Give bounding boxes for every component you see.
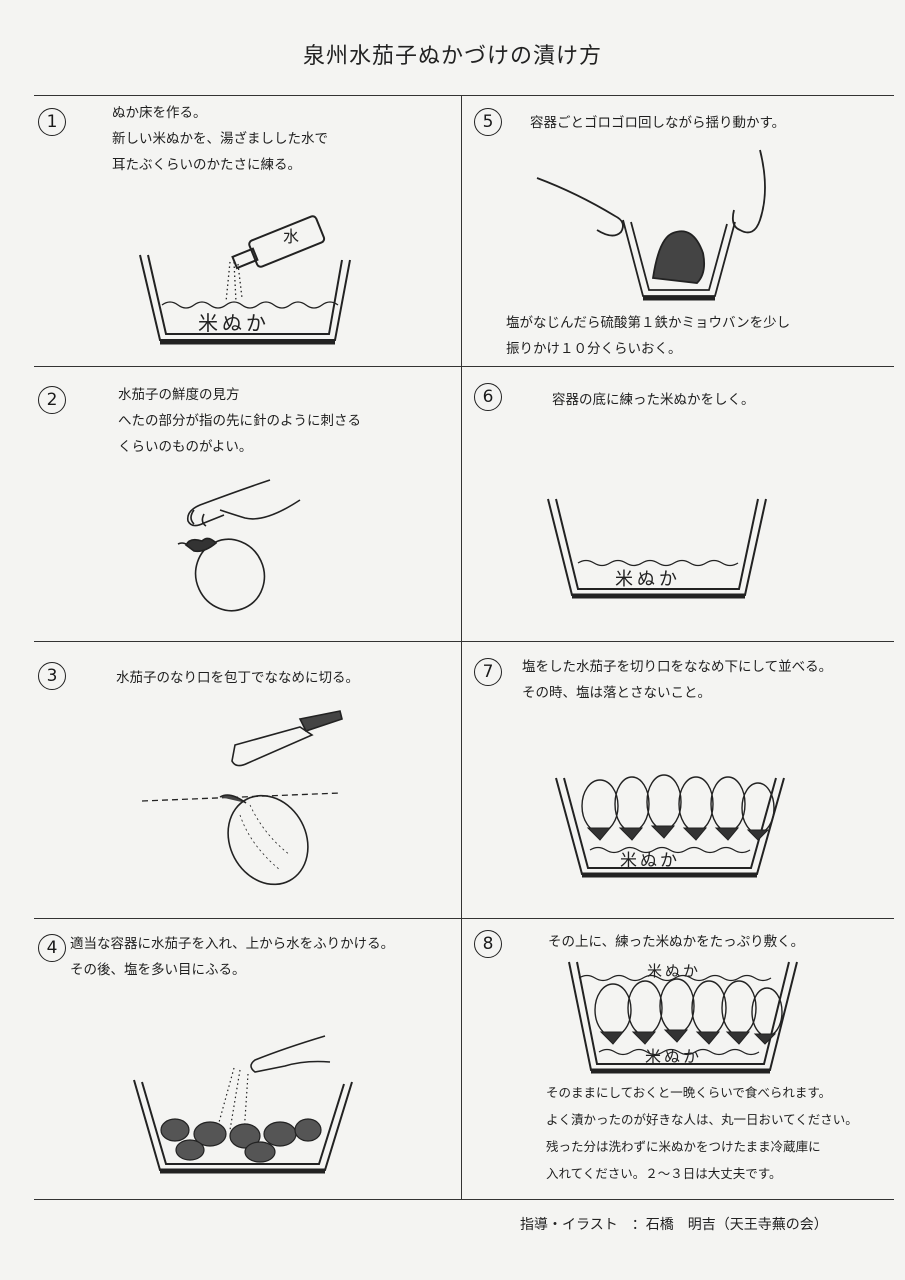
shaking-tub-illustration <box>536 149 766 301</box>
covered-eggplants-illustration: 米ぬか 米ぬか <box>568 961 798 1074</box>
step-number: 1 <box>38 108 66 136</box>
step-number: 5 <box>474 108 502 136</box>
step-text: 水茄子のなり口を包丁でななめに切る。 <box>116 670 359 686</box>
step-text: 塩をした水茄子を切り口をななめ下にして並べる。 その時、塩は落とさないこと。 <box>522 659 833 701</box>
steps-grid <box>34 95 894 1200</box>
step-note: 塩がなじんだら硫酸第１鉄かミョウバンを少し 振りかけ１０分くらいおく。 <box>506 315 791 357</box>
bran-label: 米ぬか <box>198 311 270 335</box>
step-text: 容器の底に練った米ぬかをしく。 <box>552 392 755 408</box>
top-bran-label: 米ぬか <box>647 962 701 980</box>
step-number: 4 <box>38 934 66 962</box>
step-number: 7 <box>474 658 502 686</box>
knife-cut-illustration <box>141 710 343 886</box>
salting-tub-illustration <box>133 1035 353 1174</box>
step-text: その上に、練った米ぬかをたっぷり敷く。 <box>548 934 805 950</box>
step-text: 適当な容器に水茄子を入れ、上から水をふりかける。 その後、塩を多い目にふる。 <box>70 936 395 978</box>
page-title: 泉州水茄子ぬかづけの漬け方 <box>302 44 602 69</box>
bran-label: 米ぬか <box>615 569 681 590</box>
eggplant-hand-illustration <box>177 479 301 612</box>
bran-label: 米ぬか <box>620 851 680 871</box>
column-divider <box>461 96 462 1199</box>
bran-label: 米ぬか <box>645 1047 702 1066</box>
bran-tub-illustration: 水 米ぬか <box>139 215 351 345</box>
row-divider <box>34 366 894 367</box>
step-text: ぬか床を作る。 新しい米ぬかを、湯ざましした水で 耳たぶくらいのかたさに練る。 <box>112 105 328 173</box>
step-text: 容器ごとゴロゴロ回しながら揺り動かす。 <box>530 115 786 131</box>
step-note: そのままにしておくと一晩くらいで食べられます。 よく漬かったのが好きな人は、丸一… <box>546 1085 858 1181</box>
step-number: 6 <box>474 383 502 411</box>
step-number: 8 <box>474 930 502 958</box>
step-number: 2 <box>38 386 66 414</box>
bran-base-tub-illustration: 米ぬか <box>547 498 767 599</box>
step-text: 水茄子の鮮度の見方 へたの部分が指の先に針のように刺さる くらいのものがよい。 <box>118 387 361 455</box>
step-number: 3 <box>38 662 66 690</box>
row-divider <box>34 641 894 642</box>
arranged-eggplants-illustration: 米ぬか <box>555 774 785 878</box>
bottle-label: 水 <box>283 227 299 246</box>
row-divider <box>34 918 894 919</box>
credit-line: 指導・イラスト ：石橋 明吉（天王寺蕪の会） <box>520 1217 828 1233</box>
